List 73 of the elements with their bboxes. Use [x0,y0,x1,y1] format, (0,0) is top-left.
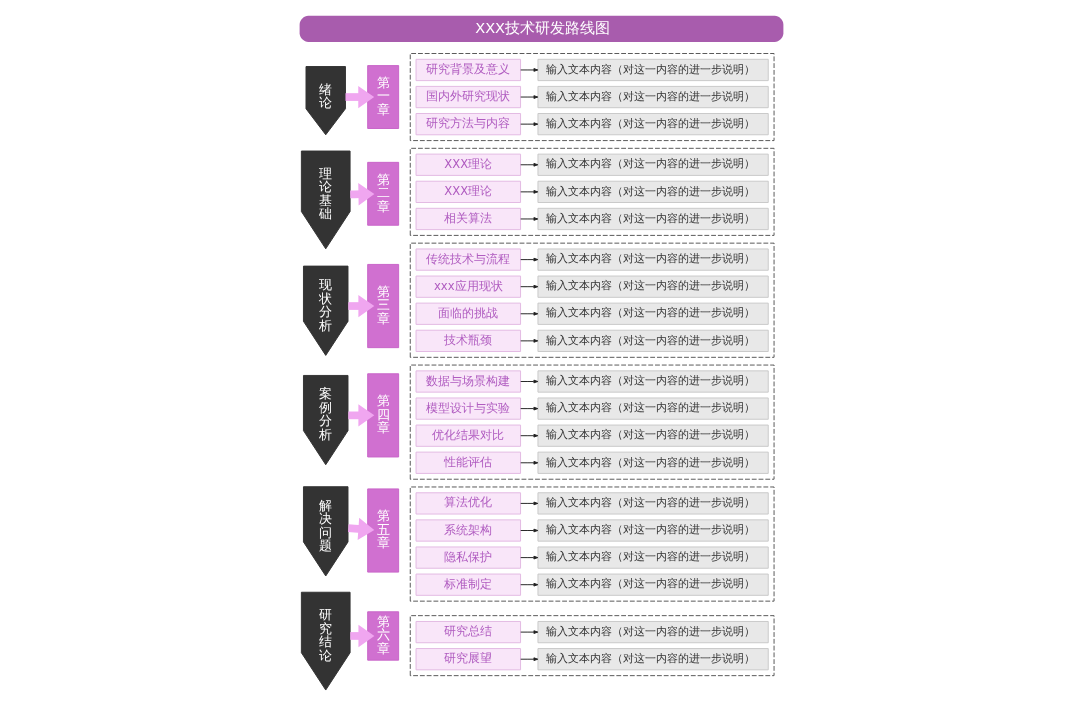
node-box: 输入文本内容（对这一内容的进一步说明） [537,275,769,298]
node-box: 面临的挑战 [415,302,521,325]
arrow [519,528,538,533]
node-box: 输入文本内容（对这一内容的进一步说明） [537,113,769,136]
arrow [519,190,538,194]
node-box: xxx应用现状 [415,275,521,298]
node-box: 输入文本内容（对这一内容的进一步说明） [537,85,769,109]
arrow [519,379,538,384]
node-box: 输入文本内容（对这一内容的进一步说明） [537,329,769,352]
node-box: 输入文本内容（对这一内容的进一步说明） [537,648,769,671]
node-box: XXX理论 [415,180,521,203]
node-box: 优化结果对比 [415,424,521,447]
node-box: XXX理论 [415,153,521,176]
node-box: 输入文本内容（对这一内容的进一步说明） [537,397,769,420]
arrow [519,501,538,506]
arrow [519,284,538,289]
node-box: 标准制定 [415,573,521,596]
node-box: 相关算法 [415,207,521,231]
node-box: 输入文本内容（对这一内容的进一步说明） [537,620,769,644]
cluster [409,615,775,677]
node-box: 研究方法与内容 [415,113,521,136]
node-box: 隐私保护 [415,546,521,569]
node-box: 第四章 [366,373,399,458]
node-box: 输入文本内容（对这一内容的进一步说明） [537,370,769,393]
node-box: 研究总结 [415,620,521,644]
node-box: 国内外研究现状 [415,85,521,109]
arrow [519,68,538,72]
arrow [519,95,538,99]
arrow [519,582,538,587]
node-box: 输入文本内容（对这一内容的进一步说明） [537,451,769,474]
node-box: 系统架构 [415,519,521,542]
diagram-title: XXX技术研发路线图 [474,19,610,36]
node-box: 输入文本内容（对这一内容的进一步说明） [537,302,769,325]
cluster [409,486,775,602]
node-box: 第五章 [366,488,399,573]
node-box: 性能评估 [415,451,521,474]
cluster [409,242,775,358]
arrow [519,460,538,465]
node-box: 模型设计与实验 [415,397,521,420]
node-box: 输入文本内容（对这一内容的进一步说明） [537,424,769,447]
arrow [519,311,538,316]
node-box: 输入文本内容（对这一内容的进一步说明） [537,180,769,203]
node-box: 输入文本内容（对这一内容的进一步说明） [537,207,769,231]
node-box: 研究背景及意义 [415,58,521,82]
arrow [519,122,538,126]
node-box: 算法优化 [415,492,521,515]
arrow [519,555,538,560]
node-box: 输入文本内容（对这一内容的进一步说明） [537,546,769,569]
node-box: 数据与场景构建 [415,370,521,393]
node-box: 传统技术与流程 [415,248,521,271]
node-box: 输入文本内容（对这一内容的进一步说明） [537,519,769,542]
node-box: 输入文本内容（对这一内容的进一步说明） [537,248,769,271]
node-box: 技术瓶颈 [415,329,521,352]
arrow [519,406,538,411]
node-box: 输入文本内容（对这一内容的进一步说明） [537,58,769,82]
node-box: 第二章 [366,161,399,226]
arrow [519,257,538,262]
cluster [409,364,775,480]
arrow [519,339,538,343]
node-box: 研究展望 [415,648,521,671]
arrow [519,630,538,634]
node-box: 输入文本内容（对这一内容的进一步说明） [537,153,769,176]
arrow [519,217,538,221]
arrow [519,433,538,438]
cluster [409,53,775,142]
node-box: 第一章 [366,65,399,129]
arrow [519,162,538,167]
node-box: 输入文本内容（对这一内容的进一步说明） [537,573,769,596]
node-box: 输入文本内容（对这一内容的进一步说明） [537,492,769,515]
node-box: 第六章 [366,611,399,661]
node-box: 第三章 [366,263,399,349]
cluster [409,147,775,236]
arrow [519,657,538,662]
